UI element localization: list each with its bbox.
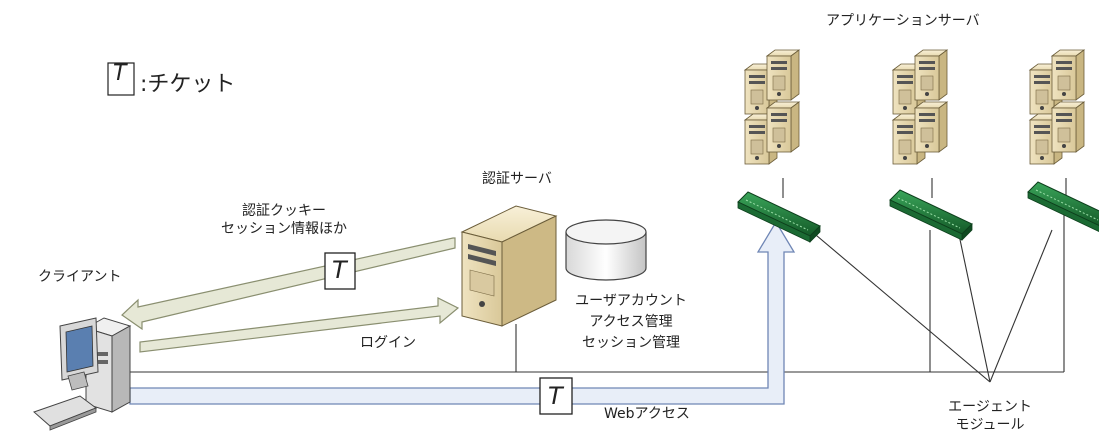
client-label: クライアント [38, 269, 122, 285]
account-label-line1: ユーザアカウント [575, 293, 687, 309]
cookie-label-line1: 認証クッキー [242, 203, 326, 219]
app-servers-label: アプリケーションサーバ [826, 13, 980, 29]
auth-server-label: 認証サーバ [482, 171, 552, 187]
legend-label: :チケット [140, 72, 236, 97]
ticket-symbol-web: T [548, 382, 563, 410]
cookie-label: 認証クッキー セッション情報ほか [204, 202, 364, 238]
web-access-label: Webアクセス [604, 406, 690, 422]
network-lines [120, 178, 1067, 383]
cookie-label-line2: セッション情報ほか [221, 221, 347, 237]
account-label: ユーザアカウント アクセス管理 セッション管理 [556, 291, 706, 354]
ticket-symbol-cookie: T [332, 256, 347, 284]
account-label-line3: セッション管理 [582, 335, 680, 351]
app-server-cluster-1 [745, 50, 799, 164]
app-server-cluster-2 [893, 50, 947, 164]
client-pc-icon [33, 317, 132, 431]
ticket-box-cookie [324, 252, 356, 290]
agent-label-line1: エージェント [948, 399, 1032, 415]
auth-server-icon [460, 205, 558, 327]
legend-ticket-symbol: T [113, 61, 127, 86]
database-icon [565, 219, 647, 281]
account-label-line2: アクセス管理 [589, 314, 673, 330]
switch-2 [889, 189, 973, 241]
agent-module-label: エージェント モジュール [930, 398, 1050, 434]
web-access-arrow [129, 220, 796, 405]
ticket-box-web [539, 377, 573, 415]
agent-label-line2: モジュール [955, 417, 1025, 433]
login-arrow [139, 297, 460, 353]
app-server-cluster-3 [1030, 50, 1084, 164]
login-label: ログイン [360, 335, 416, 351]
